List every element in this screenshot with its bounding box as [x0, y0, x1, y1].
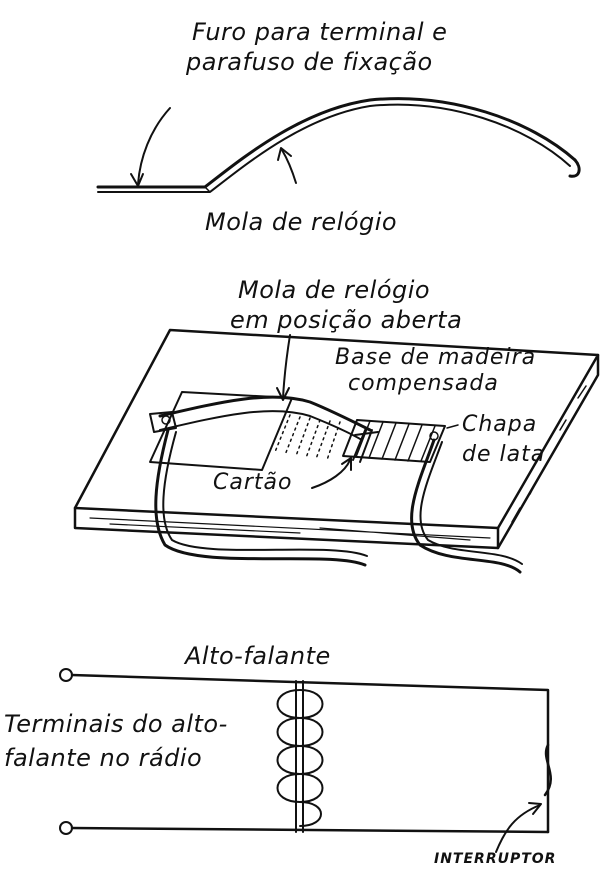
speaker-coil: [276, 680, 324, 833]
tin-label-line1: Chapa: [462, 412, 538, 437]
base-label-line2: compensada: [348, 371, 499, 396]
cardboard-arrow: [311, 457, 352, 489]
tin-plate: [342, 419, 446, 463]
hole-label-line2: parafuso de fixação: [186, 48, 433, 76]
cardboard-piece: [149, 391, 341, 471]
spring-open: [149, 395, 372, 441]
wire-left: [154, 428, 368, 567]
wire-right: [410, 438, 523, 574]
switch-gap: [543, 743, 552, 797]
spring-label: Mola de relógio: [205, 208, 398, 236]
hole-label-line1: Furo para terminal e: [192, 18, 448, 46]
screw: [352, 427, 379, 463]
open-spring-label-line1: Mola de relógio: [238, 276, 431, 304]
spring-arrow: [277, 147, 297, 184]
hole-arrow: [130, 107, 171, 187]
open-spring-label-line2: em posição aberta: [230, 306, 463, 334]
cardboard-label: Cartão: [213, 470, 293, 495]
base-label-line1: Base de madeira: [335, 345, 537, 370]
tin-label-line2: de lata: [462, 442, 546, 467]
switch-label: INTERRUPTOR: [434, 851, 557, 867]
open-spring-arrow: [276, 334, 291, 401]
speaker-label: Alto-falante: [185, 642, 331, 670]
terminals-label-line2: falante no rádio: [4, 744, 203, 772]
switch-arrow: [495, 802, 542, 853]
spring-profile: [96, 97, 581, 193]
terminals-label-line1: Terminais do alto-: [4, 710, 228, 738]
